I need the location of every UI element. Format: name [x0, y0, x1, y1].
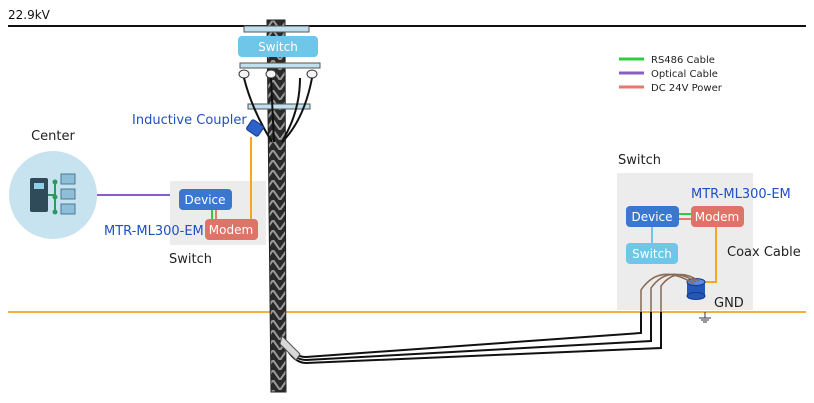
pole-switch-label: Switch: [258, 40, 298, 54]
coax-cable-label: Coax Cable: [727, 245, 801, 260]
legend-label-rs486: RS486 Cable: [651, 55, 715, 66]
right-unit-title: Switch: [618, 153, 661, 168]
right-switch-box: [626, 243, 678, 264]
utility-pole: Switch: [238, 19, 321, 393]
right-device-label: Device: [631, 210, 672, 224]
monitor-icon: [60, 173, 76, 185]
legend-label-optical: Optical Cable: [651, 69, 718, 80]
voltage-label: 22.9kV: [8, 8, 51, 22]
left-device-box: [179, 189, 232, 210]
inductive-coupler-label: Inductive Coupler: [132, 113, 247, 128]
insulator: [306, 69, 318, 79]
right-unit: Switch MTR-ML300-EM Device Modem Switch …: [617, 153, 801, 323]
left-switch-caption: Switch: [169, 252, 212, 267]
left-unit: Device Modem MTR-ML300-EM Switch: [104, 181, 266, 267]
power-cable-right: [704, 227, 717, 283]
right-modem-box: [691, 206, 744, 227]
center-node: Center: [9, 129, 97, 239]
right-switch-label: Switch: [632, 247, 672, 261]
crossarm-middle: [239, 62, 321, 69]
left-device-label: Device: [184, 193, 225, 207]
inductive-coupler-icon: [246, 119, 264, 137]
right-modem-label: Modem: [695, 210, 739, 224]
right-model-label: MTR-ML300-EM: [691, 187, 791, 202]
gnd-label: GND: [714, 296, 744, 311]
legend-label-power: DC 24V Power: [651, 83, 723, 94]
left-modem-label: Modem: [209, 223, 253, 237]
server-slot-icon: [34, 183, 44, 189]
ground-symbol-icon: [699, 312, 711, 323]
insulator: [238, 69, 250, 79]
left-modem-box: [205, 219, 258, 240]
network-icons: [48, 173, 76, 215]
right-device-box: [626, 206, 679, 227]
crossarm-lower: [247, 103, 311, 110]
center-title: Center: [31, 129, 75, 144]
insulator: [265, 69, 277, 79]
coax-drape-wires: [640, 273, 700, 312]
monitor-icon: [60, 188, 76, 200]
cable-sleeve: [279, 335, 301, 361]
left-model-label: MTR-ML300-EM: [104, 224, 204, 239]
underground-cables: [284, 312, 662, 365]
legend: RS486 Cable Optical Cable DC 24V Power: [619, 55, 723, 94]
monitor-icon: [60, 203, 76, 215]
drop-wires: [243, 77, 313, 143]
crossarm-top: [243, 25, 310, 33]
pole-switch-box: [238, 36, 318, 57]
right-unit-panel: [617, 173, 753, 310]
